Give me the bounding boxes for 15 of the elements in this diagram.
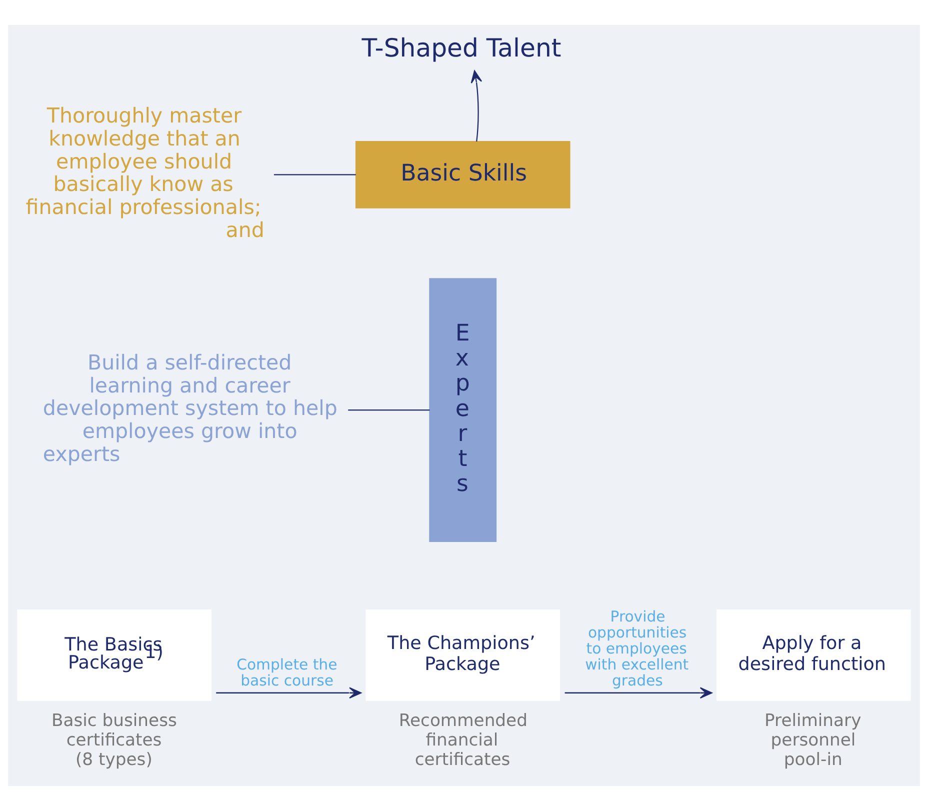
edge-label: Provide opportunities to employees with excellent grades xyxy=(585,606,689,689)
node-box: Basic Skills xyxy=(355,140,570,208)
arrow xyxy=(564,686,712,698)
node-text: T-Shaped Talent xyxy=(362,33,562,62)
connector xyxy=(274,174,356,175)
node-label: Recommended financial certificates xyxy=(398,710,528,770)
node-box: Experts xyxy=(429,278,497,542)
arrow xyxy=(470,70,482,142)
connector xyxy=(348,409,430,410)
node-label: Preliminary personnel pool-in xyxy=(764,710,862,770)
edge-label: Complete the basic course xyxy=(236,654,338,689)
arrow xyxy=(216,686,362,698)
node-label: Basic business certificates (8 types) xyxy=(52,710,177,770)
node-text: Build a self-directed learning and career development system to help employees grow into experts xyxy=(42,350,338,466)
node-text: Thoroughly master knowledge that an employee should basically know as financial professionals; and xyxy=(26,103,264,242)
